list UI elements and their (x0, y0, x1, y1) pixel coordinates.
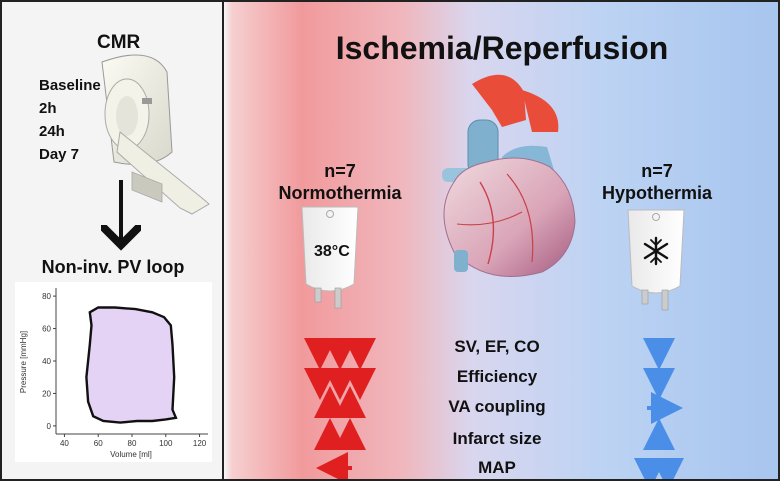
cold-iv-bag-icon (627, 209, 685, 311)
x-tick-label: 120 (193, 439, 207, 448)
y-tick-label: 80 (42, 292, 51, 301)
pv-loop-title: Non-inv. PV loop (41, 257, 185, 277)
y-axis-label: Pressure [mmHg] (19, 331, 28, 393)
time-point-day7: Day 7 (39, 146, 80, 163)
y-tick-label: 20 (42, 389, 51, 398)
time-point-list: Baseline 2h 24h Day 7 (39, 74, 101, 166)
hypothermia-label: n=7 Hypothermia (577, 160, 737, 204)
pv-loop-curve (85, 306, 178, 424)
warm-iv-bag-icon (301, 206, 359, 309)
outcome-va-coupling: VA coupling (448, 397, 546, 416)
normothermia-effects (304, 338, 376, 479)
hypothermia-effects (634, 338, 684, 479)
main-title: Ischemia/Reperfusion (335, 30, 669, 66)
pv-ticks: 40 60 80 100 120 0 20 40 60 80 (42, 292, 207, 448)
y-tick-label: 0 (47, 422, 52, 431)
normothermia-n: n=7 (324, 161, 356, 181)
hypothermia-n: n=7 (641, 161, 673, 181)
normothermia-name: Normothermia (278, 183, 402, 203)
time-point-24h: 24h (39, 123, 65, 140)
outcome-efficiency: Efficiency (456, 367, 538, 386)
heart-illustration (442, 74, 576, 277)
outcome-map: MAP (478, 458, 516, 477)
x-tick-label: 60 (94, 439, 103, 448)
x-tick-label: 100 (159, 439, 173, 448)
x-axis-label: Volume [ml] (110, 450, 152, 459)
cmr-label: CMR (97, 32, 141, 53)
x-tick-label: 40 (60, 439, 69, 448)
snowflake-icon (643, 236, 669, 266)
normothermia-label: n=7 Normothermia (260, 160, 420, 204)
normothermia-temperature: 38°C (314, 243, 350, 260)
y-tick-label: 40 (42, 357, 51, 366)
hypothermia-name: Hypothermia (601, 183, 713, 203)
x-tick-label: 80 (128, 439, 137, 448)
pv-loop-chart: 40 60 80 100 120 0 20 40 60 80 Volume [ml] Pressu… (15, 282, 212, 462)
time-point-baseline: Baseline (39, 77, 101, 94)
outcome-sv-ef-co: SV, EF, CO (454, 337, 540, 356)
y-tick-label: 60 (42, 325, 51, 334)
mri-scanner-icon (101, 54, 210, 215)
outcome-infarct-size: Infarct size (452, 429, 542, 448)
time-point-2h: 2h (39, 100, 57, 117)
